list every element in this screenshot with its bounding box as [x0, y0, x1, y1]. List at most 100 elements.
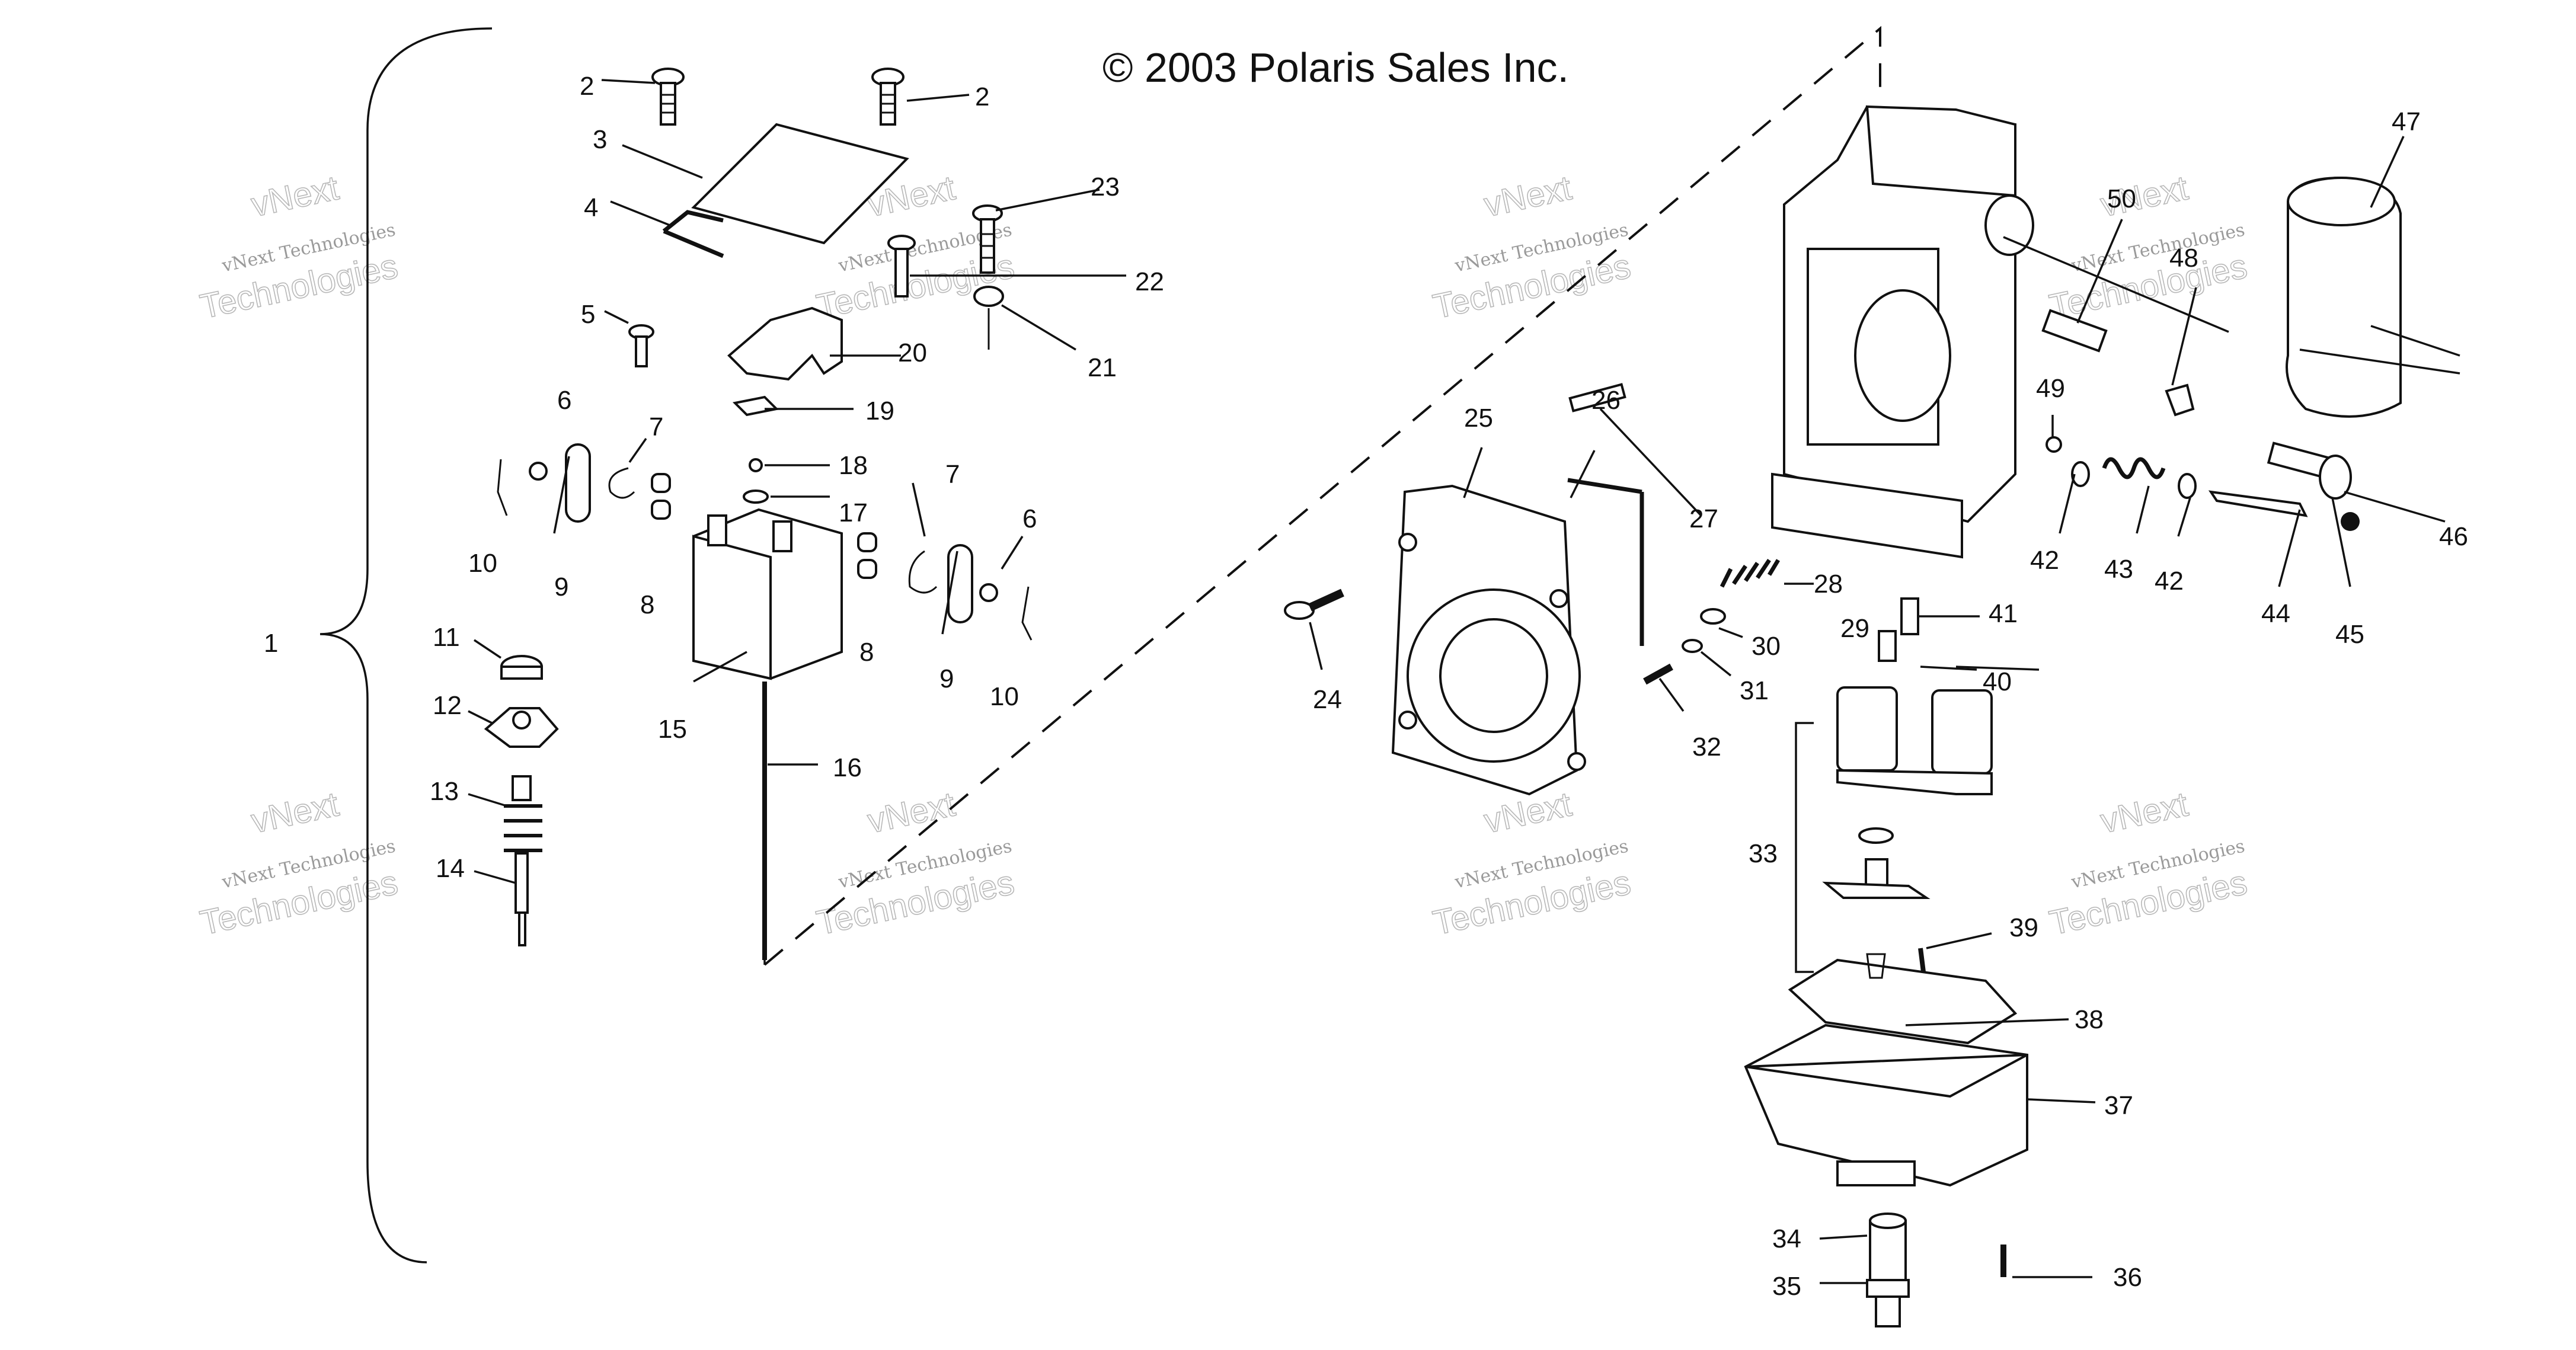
- callout-8: 8: [640, 590, 654, 619]
- ball-45: [2341, 512, 2360, 531]
- nut-21: [973, 286, 1004, 350]
- collar-8b: [857, 532, 877, 552]
- callout-32: 32: [1692, 732, 1721, 762]
- callout-42: 42: [2155, 567, 2184, 596]
- link-9a: [565, 443, 591, 523]
- washer-30: [1700, 608, 1726, 625]
- e-clip-18: [749, 458, 763, 472]
- screw-2a: [651, 68, 685, 126]
- callout-41: 41: [1989, 599, 2018, 628]
- watermark: vNext vNext Technologies Technologies: [196, 784, 401, 943]
- copyright-notice: © 2003 Polaris Sales Inc.: [1102, 44, 1569, 91]
- cap-12: [484, 707, 559, 748]
- callout-2: 2: [975, 82, 989, 111]
- callout-15: 15: [658, 715, 687, 744]
- exploded-boundary-line: [763, 25, 1881, 966]
- throttle-slide-15: [692, 508, 843, 680]
- callout-28: 28: [1814, 570, 1843, 599]
- callout-25: 25: [1464, 404, 1493, 433]
- callout-39: 39: [2009, 913, 2038, 942]
- svg-text:vNext: vNext: [2097, 785, 2191, 840]
- svg-text:vNext: vNext: [864, 785, 958, 840]
- callout-21: 21: [1088, 353, 1117, 382]
- callout-3: 3: [593, 125, 607, 154]
- nut-11: [500, 655, 543, 680]
- float-pin-holder: [1822, 827, 1931, 899]
- cover-plate-3: [691, 123, 909, 245]
- callout-16: 16: [833, 753, 862, 782]
- throttle-body-25: [1391, 484, 1586, 796]
- callout-34: 34: [1772, 1224, 1801, 1253]
- callout-6: 6: [557, 386, 571, 415]
- watermark: vNext vNext Technologies Technologies: [2046, 784, 2251, 943]
- cable-26: [1567, 478, 1642, 494]
- float-40: [1836, 686, 1993, 795]
- svg-text:vNext: vNext: [248, 168, 342, 224]
- callout-2: 2: [580, 72, 594, 101]
- washer-6b: [979, 583, 998, 602]
- jet-41: [1900, 597, 1919, 635]
- pin-32: [1643, 663, 1673, 685]
- needle-44: [2208, 490, 2308, 517]
- callout-7: 7: [649, 412, 663, 442]
- watermark: vNext vNext Technologies Technologies: [196, 168, 401, 327]
- callout-49: 49: [2036, 374, 2065, 403]
- callout-7: 7: [945, 460, 960, 489]
- callout-10: 10: [468, 549, 497, 578]
- callout-9: 9: [939, 664, 954, 693]
- washer-31: [1682, 639, 1703, 653]
- callout-36: 36: [2113, 1263, 2142, 1292]
- washer-49: [2046, 436, 2062, 453]
- callout-labels: 1 2 2 3 4 5 6 6 7 7 8 8 9 9 10 10 11 12 …: [264, 72, 2468, 1301]
- callout-13: 13: [430, 777, 459, 806]
- callout-33: 33: [1749, 839, 1778, 868]
- clip-19: [732, 395, 779, 417]
- callout-20: 20: [898, 338, 927, 367]
- callout-44: 44: [2261, 599, 2290, 628]
- callout-24: 24: [1313, 685, 1342, 714]
- spring-43: [2102, 457, 2166, 479]
- callout-10: 10: [990, 682, 1019, 711]
- washer-42b: [2178, 473, 2197, 499]
- callout-35: 35: [1772, 1272, 1801, 1301]
- callout-37: 37: [2104, 1091, 2133, 1120]
- watermark: vNext vNext Technologies Technologies: [2046, 168, 2251, 327]
- pin-10b: [1021, 586, 1033, 641]
- callout-23: 23: [1091, 172, 1120, 201]
- callout-40: 40: [1983, 667, 2012, 696]
- gasket-4: [662, 210, 724, 233]
- callout-9: 9: [554, 572, 568, 602]
- carburetor-body: [1771, 105, 2034, 559]
- callout-30: 30: [1752, 632, 1781, 661]
- callout-11: 11: [433, 623, 460, 652]
- callout-19: 19: [865, 396, 894, 426]
- callout-6: 6: [1022, 504, 1037, 533]
- callout-43: 43: [2104, 555, 2133, 584]
- callout-18: 18: [839, 451, 868, 480]
- cap-48: [2165, 383, 2195, 417]
- washer-17: [743, 490, 769, 504]
- jet-29: [1878, 630, 1897, 662]
- pin-10a: [497, 459, 508, 516]
- spring-clip-7b: [908, 550, 938, 594]
- washer-6a: [529, 462, 548, 481]
- watermark: vNext vNext Technologies Technologies: [1429, 168, 1634, 327]
- callout-22: 22: [1135, 267, 1164, 296]
- callout-27: 27: [1689, 504, 1718, 533]
- screw-39: [1918, 948, 1926, 972]
- callout-31: 31: [1740, 676, 1769, 705]
- callout-1: 1: [264, 629, 278, 658]
- callout-42: 42: [2030, 546, 2059, 575]
- watermark: vNext vNext Technologies Technologies: [1429, 784, 1634, 943]
- screw-5: [628, 324, 654, 367]
- watermark: vNext vNext Technologies Technologies: [813, 784, 1018, 943]
- callout-26: 26: [1591, 386, 1621, 415]
- callout-38: 38: [2075, 1005, 2104, 1034]
- callout-45: 45: [2335, 620, 2364, 649]
- assembly-bracket-33: [1795, 722, 1814, 973]
- spring-28: [1720, 559, 1781, 588]
- callout-8: 8: [859, 638, 874, 667]
- washer-42a: [2071, 461, 2090, 487]
- cap-47: [2286, 176, 2402, 418]
